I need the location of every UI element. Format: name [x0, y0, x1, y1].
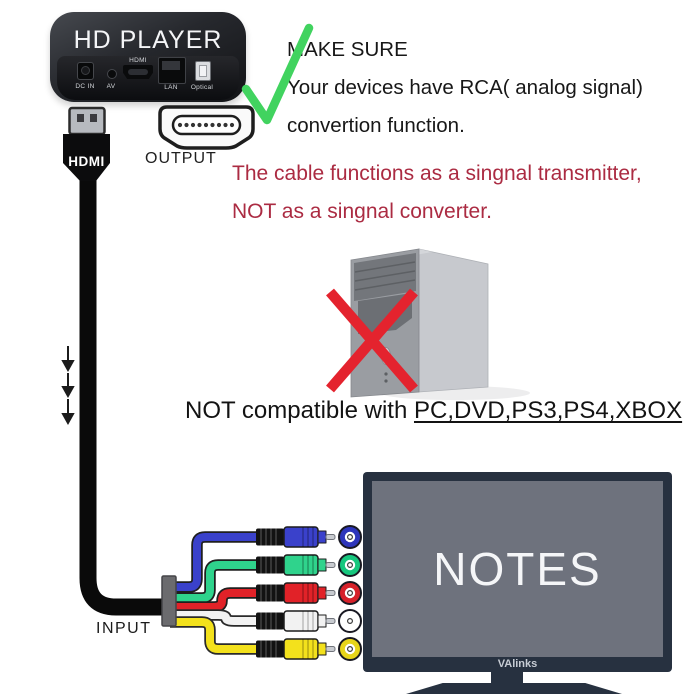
hdmi-plug-label: HDMI: [68, 154, 105, 169]
rca-plugs: [256, 526, 336, 660]
warning-line2: NOT as a singnal converter.: [232, 200, 492, 223]
rca-plug-green: [256, 554, 336, 576]
input-label: INPUT: [96, 620, 152, 637]
make-sure-line1: Your devices have RCA( analog signal): [287, 76, 643, 99]
rca-wire-white: [170, 611, 258, 625]
rca-plug-white: [256, 610, 336, 632]
tv-screen-text: NOTES: [433, 543, 602, 595]
warning-line1: The cable functions as a singnal transmi…: [232, 162, 642, 185]
computer-tower-icon: [350, 248, 530, 400]
rca-junction-block: [161, 575, 177, 627]
rca-wire-blue: [170, 533, 258, 591]
compatibility-prefix: NOT compatible with: [185, 397, 414, 424]
rca-wires: [170, 531, 258, 655]
rca-wire-red: [170, 589, 258, 611]
rca-jack-yellow: [338, 637, 362, 661]
make-sure-title: MAKE SURE: [287, 38, 408, 61]
tv-screen: NOTES: [372, 481, 663, 657]
cross-icon: [326, 288, 418, 393]
rca-wire-green: [170, 561, 258, 602]
hdmi-plug-icon: HDMI: [63, 106, 110, 181]
lan-port-label: LAN: [164, 84, 178, 91]
output-label: OUTPUT: [145, 150, 217, 167]
checkmark-icon: [241, 23, 314, 125]
make-sure-line2: convertion function.: [287, 114, 465, 137]
hd-player-front-panel: DC IN AV HDMI LAN Optical: [57, 56, 239, 100]
rca-jack-blue: [338, 525, 362, 549]
tv-stand-neck: [491, 672, 523, 684]
hdmi-port-icon: [158, 105, 255, 150]
optical-port-icon: [195, 61, 211, 81]
hdmi-port-label: HDMI: [129, 57, 147, 64]
compatibility-note: NOT compatible with PC,DVD,PS3,PS4,XBOX: [185, 397, 682, 425]
tv-stand-base: [406, 683, 622, 694]
compatibility-devices: PC,DVD,PS3,PS4,XBOX: [413, 397, 683, 424]
rca-plug-yellow: [256, 638, 336, 660]
av-port-icon: [107, 69, 117, 79]
down-arrows-icon: [61, 346, 75, 426]
hdmi-port-icon-small: [123, 65, 153, 79]
optical-port-label: Optical: [190, 84, 214, 91]
tv: NOTES VAlinks: [363, 472, 672, 672]
hd-player-title: HD PLAYER: [73, 26, 223, 54]
rca-jacks: [338, 525, 362, 661]
rca-jack-white: [338, 609, 362, 633]
hd-player-box: HD PLAYER DC IN AV HDMI LAN Optical: [50, 12, 246, 102]
av-port-label: AV: [106, 83, 116, 90]
dc-in-port-label: DC IN: [75, 83, 95, 90]
rca-plug-blue: [256, 526, 336, 548]
tv-brand: VAlinks: [497, 658, 538, 670]
hdmi-cable: [79, 172, 166, 616]
dc-in-port-icon: [77, 62, 94, 80]
rca-jack-red: [338, 581, 362, 605]
rca-wire-yellow: [170, 618, 258, 653]
rca-jack-green: [338, 553, 362, 577]
lan-port-icon: [158, 57, 186, 84]
rca-plug-red: [256, 582, 336, 604]
